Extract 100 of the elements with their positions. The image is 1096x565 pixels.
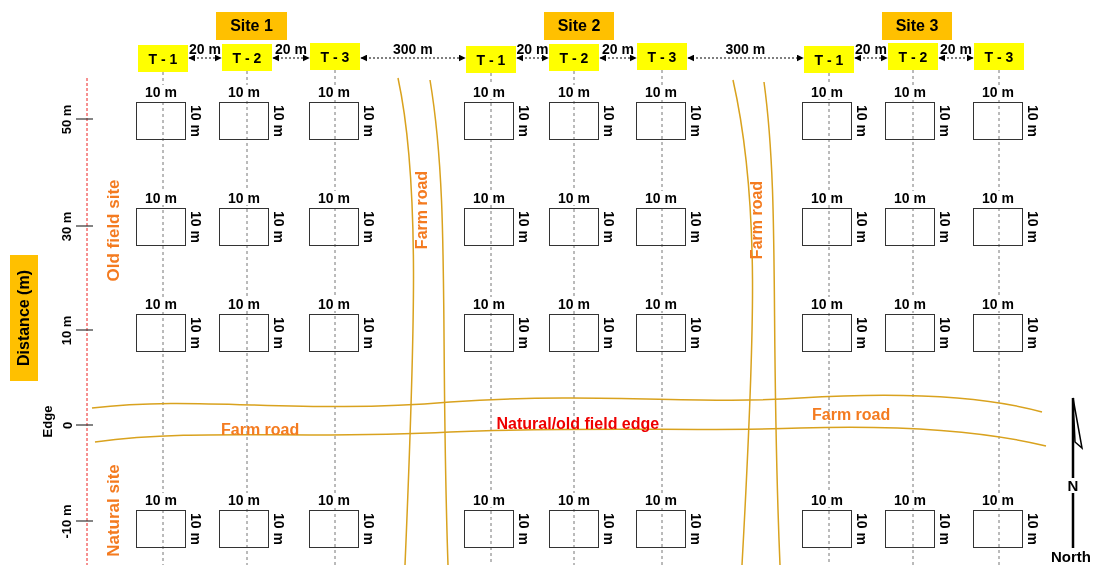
plot-square xyxy=(802,208,852,246)
area-label: Old field site xyxy=(104,179,122,281)
dimension-label: 10 m xyxy=(645,191,677,205)
box-label: Site 1 xyxy=(230,17,273,35)
dimension-label: 10 m xyxy=(558,297,590,311)
plot-square xyxy=(136,314,186,352)
site-label-box xyxy=(544,12,614,40)
plot-square xyxy=(219,314,269,352)
dimension-label: 10 m xyxy=(982,493,1014,507)
dimension-label: 10 m xyxy=(854,211,869,243)
plot-square xyxy=(464,208,514,246)
plot-square xyxy=(309,314,359,352)
dimension-label: 10 m xyxy=(318,297,350,311)
dimension-label: 10 m xyxy=(854,513,869,545)
box-label: Site 3 xyxy=(895,17,939,35)
site-label-box xyxy=(216,12,287,40)
transect-label-box xyxy=(888,43,938,70)
dimension-label: 10 m xyxy=(937,211,952,243)
dimension-label: 10 m xyxy=(473,493,505,507)
axis-tick-label: 0 xyxy=(60,421,74,429)
dimension-label: 10 m xyxy=(937,105,952,137)
plot-square xyxy=(636,510,686,548)
dimension-label: 10 m xyxy=(188,105,203,137)
axis-title: Distance (m) xyxy=(15,270,33,366)
dimension-label: 10 m xyxy=(188,513,203,545)
dimension-label: 10 m xyxy=(558,85,590,99)
dimension-label: 10 m xyxy=(894,191,926,205)
plot-square xyxy=(549,102,599,140)
edge-label: 20 m xyxy=(940,42,972,56)
transect-label-box xyxy=(804,46,854,73)
plot-square xyxy=(136,510,186,548)
dimension-label: 10 m xyxy=(228,297,260,311)
dimension-label: 10 m xyxy=(473,297,505,311)
transect-label-box xyxy=(310,43,360,70)
plot-square xyxy=(973,314,1023,352)
dimension-label: 10 m xyxy=(894,493,926,507)
axis-tick-label: 50 m xyxy=(60,104,74,134)
axis-tick-label: Edge xyxy=(41,405,55,437)
dimension-label: 10 m xyxy=(228,191,260,205)
plot-square xyxy=(549,314,599,352)
dimension-label: 10 m xyxy=(228,85,260,99)
axis-title-box xyxy=(10,255,38,381)
dimension-label: 10 m xyxy=(1025,105,1040,137)
dimension-label: 10 m xyxy=(601,513,616,545)
transect-label-box xyxy=(974,43,1024,70)
compass-label: N xyxy=(1067,477,1079,493)
dimension-label: 10 m xyxy=(361,211,376,243)
dimension-label: 10 m xyxy=(361,105,376,137)
dimension-label: 10 m xyxy=(982,297,1014,311)
plot-square xyxy=(549,208,599,246)
axis-tick-label: 10 m xyxy=(60,315,74,345)
dimension-label: 10 m xyxy=(811,191,843,205)
dimension-label: 10 m xyxy=(982,191,1014,205)
transect-label-box xyxy=(466,46,516,73)
dimension-label: 10 m xyxy=(145,191,177,205)
plot-square xyxy=(973,102,1023,140)
box-label: T - 2 xyxy=(898,48,928,65)
dimension-label: 10 m xyxy=(854,317,869,349)
edge-label: 300 m xyxy=(393,42,433,56)
dimension-label: 10 m xyxy=(688,513,703,545)
dimension-label: 10 m xyxy=(516,211,531,243)
transect-label-box xyxy=(138,45,188,72)
box-label: T - 2 xyxy=(232,49,262,66)
dimension-label: 10 m xyxy=(318,191,350,205)
dimension-label: 10 m xyxy=(271,513,286,545)
dimension-label: 10 m xyxy=(601,211,616,243)
plot-square xyxy=(636,314,686,352)
road-label: Farm road xyxy=(749,180,766,260)
dimension-arrow xyxy=(687,54,804,62)
dimension-label: 10 m xyxy=(811,85,843,99)
plot-square xyxy=(464,102,514,140)
dimension-label: 10 m xyxy=(188,317,203,349)
dimension-label: 10 m xyxy=(601,317,616,349)
box-label: T - 3 xyxy=(320,48,350,65)
box-label: T - 3 xyxy=(984,48,1014,65)
dimension-arrow xyxy=(188,54,222,62)
plot-square xyxy=(885,102,935,140)
dimension-label: 10 m xyxy=(558,191,590,205)
plot-square xyxy=(973,208,1023,246)
axis-tick-label: -10 m xyxy=(60,504,74,538)
plot-square xyxy=(219,102,269,140)
road-label: Farm road xyxy=(812,407,891,423)
dimension-label: 10 m xyxy=(937,513,952,545)
plot-square xyxy=(885,510,935,548)
dimension-label: 10 m xyxy=(516,513,531,545)
box-label: T - 1 xyxy=(476,51,506,68)
axis-tick-label: 30 m xyxy=(60,211,74,241)
plot-square xyxy=(219,510,269,548)
dimension-label: 10 m xyxy=(558,493,590,507)
dimension-label: 10 m xyxy=(145,85,177,99)
plot-square xyxy=(885,314,935,352)
site-label-box xyxy=(882,12,952,40)
transect-label-box xyxy=(222,44,272,71)
dimension-label: 10 m xyxy=(688,211,703,243)
plot-square xyxy=(885,208,935,246)
plot-square xyxy=(464,314,514,352)
dimension-label: 10 m xyxy=(645,297,677,311)
dimension-label: 10 m xyxy=(228,493,260,507)
transect-label-box xyxy=(637,43,687,70)
edge-label: 20 m xyxy=(516,42,549,56)
